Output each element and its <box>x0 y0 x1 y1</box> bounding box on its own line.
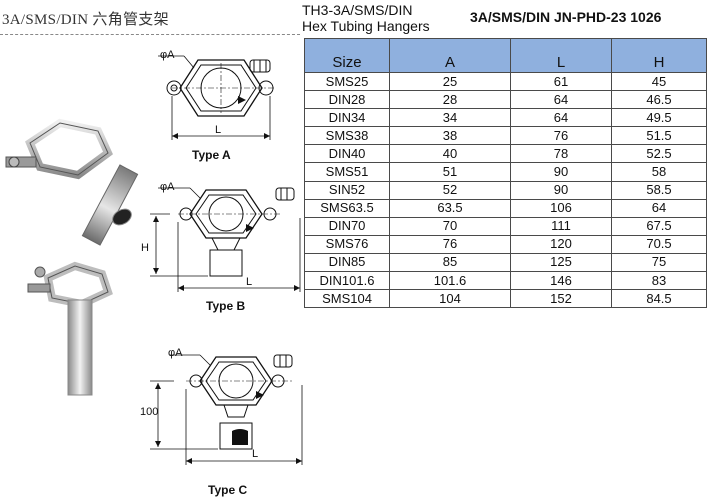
cell-size: DIN85 <box>304 252 390 273</box>
drawing-type-c <box>150 354 303 465</box>
cell-h: 83 <box>611 271 707 291</box>
cell-l: 152 <box>510 289 612 309</box>
cell-size: SMS25 <box>304 71 390 92</box>
cell-l: 120 <box>510 234 612 254</box>
cell-a: 34 <box>389 108 511 128</box>
type-b-label: Type B <box>206 299 246 313</box>
cell-a: 101.6 <box>389 271 511 291</box>
cell-a: 28 <box>389 90 511 110</box>
product-name: Hex Tubing Hangers <box>302 18 430 34</box>
cell-l: 111 <box>510 216 612 236</box>
cell-l: 146 <box>510 271 612 291</box>
cell-a: 25 <box>389 71 511 92</box>
type-c-length-label: L <box>252 448 259 460</box>
drawing-type-a <box>158 55 274 140</box>
product-code: TH3-3A/SMS/DIN <box>302 2 413 18</box>
cell-l: 125 <box>510 252 612 273</box>
column-header-l: L <box>510 38 612 73</box>
cell-l: 90 <box>510 162 612 182</box>
cell-l: 64 <box>510 108 612 128</box>
drawing-type-b <box>150 187 301 292</box>
catalog-title-cn: 3A/SMS/DIN 六角管支架 <box>2 12 169 28</box>
cell-h: 49.5 <box>611 108 707 128</box>
cell-a: 63.5 <box>389 198 511 218</box>
cell-h: 67.5 <box>611 216 707 236</box>
table-header-row: Size A L H <box>304 38 707 73</box>
cell-size: DIN40 <box>304 144 390 164</box>
cell-h: 58.5 <box>611 180 707 200</box>
type-a-diameter-label: φA <box>160 49 175 61</box>
cell-l: 64 <box>510 90 612 110</box>
photo-hanger-type-c <box>27 261 113 396</box>
cell-a: 40 <box>389 144 511 164</box>
type-c-diameter-label: φA <box>168 347 183 359</box>
column-header-h: H <box>611 38 707 73</box>
product-series-code: 3A/SMS/DIN JN-PHD-23 1026 <box>470 9 662 25</box>
cell-size: SMS104 <box>304 289 390 309</box>
cell-a: 51 <box>389 162 511 182</box>
cell-l: 76 <box>510 126 612 146</box>
cell-a: 104 <box>389 289 511 309</box>
cell-size: SIN52 <box>304 180 390 200</box>
product-title: TH3-3A/SMS/DIN Hex Tubing Hangers <box>302 2 430 34</box>
type-a-label: Type A <box>192 148 231 162</box>
cell-size: SMS63.5 <box>304 198 390 218</box>
cell-h: 58 <box>611 162 707 182</box>
photo-hanger-type-a <box>5 118 139 246</box>
cell-h: 46.5 <box>611 90 707 110</box>
cell-l: 78 <box>510 144 612 164</box>
type-c-label: Type C <box>208 483 248 497</box>
cell-a: 52 <box>389 180 511 200</box>
cell-size: DIN101.6 <box>304 271 390 291</box>
type-b-height-label: H <box>141 242 149 254</box>
cell-size: SMS38 <box>304 126 390 146</box>
cell-h: 52.5 <box>611 144 707 164</box>
cell-l: 106 <box>510 198 612 218</box>
cell-size: DIN34 <box>304 108 390 128</box>
column-header-size: Size <box>304 38 390 73</box>
type-b-length-label: L <box>246 276 253 288</box>
cell-a: 85 <box>389 252 511 273</box>
type-b-diameter-label: φA <box>160 181 175 193</box>
cell-l: 90 <box>510 180 612 200</box>
cell-a: 70 <box>389 216 511 236</box>
cell-h: 70.5 <box>611 234 707 254</box>
cell-h: 84.5 <box>611 289 707 309</box>
cell-size: SMS76 <box>304 234 390 254</box>
header-dashed-divider <box>0 34 300 35</box>
cell-size: SMS51 <box>304 162 390 182</box>
cell-h: 64 <box>611 198 707 218</box>
cell-size: DIN28 <box>304 90 390 110</box>
cell-h: 51.5 <box>611 126 707 146</box>
cell-a: 76 <box>389 234 511 254</box>
cell-a: 38 <box>389 126 511 146</box>
cell-size: DIN70 <box>304 216 390 236</box>
type-c-height-label: 100 <box>140 406 159 418</box>
column-header-a: A <box>389 38 511 73</box>
type-a-length-label: L <box>215 124 222 136</box>
cell-h: 45 <box>611 71 707 92</box>
cell-l: 61 <box>510 71 612 92</box>
cell-h: 75 <box>611 252 707 273</box>
